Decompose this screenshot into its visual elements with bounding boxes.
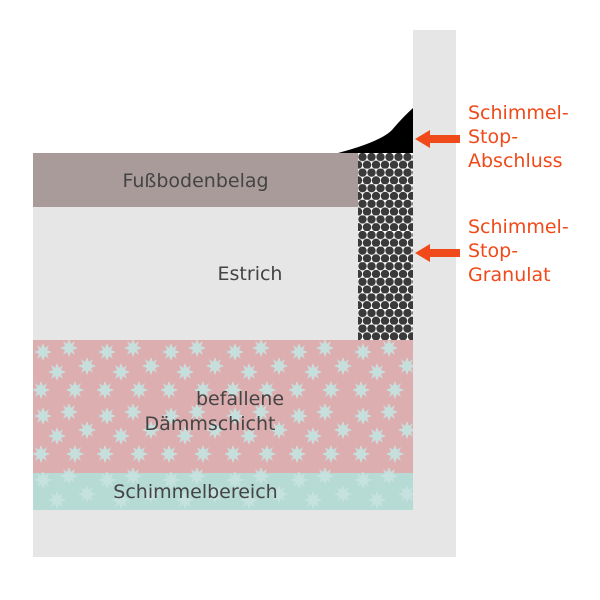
closure-callout-line: Abschluss	[468, 150, 563, 172]
granulate-callout-line: Granulat	[468, 264, 551, 286]
granulate-fill	[358, 153, 413, 340]
closure-seal	[338, 108, 413, 153]
screed-layer	[33, 207, 358, 340]
arrow-granulate-icon	[415, 244, 460, 262]
screed-label: Estrich	[217, 263, 283, 285]
closure-callout: Schimmel- Stop- Abschluss	[468, 101, 569, 173]
insulation-label-2: Dämmschicht	[144, 413, 276, 435]
closure-callout-line: Schimmel-	[468, 102, 569, 124]
floor-covering-layer	[33, 153, 358, 207]
granulate-callout-line: Schimmel-	[468, 216, 569, 238]
insulation-label-1: befallene	[195, 388, 285, 410]
arrow-closure-icon	[415, 130, 460, 148]
floor-covering-label: Fußbodenbelag	[122, 170, 269, 192]
granulate-callout: Schimmel- Stop- Granulat	[468, 215, 569, 287]
mold-zone-label: Schimmelbereich	[113, 481, 278, 503]
closure-callout-line: Stop-	[468, 126, 519, 148]
mold-stars	[33, 340, 413, 510]
granulate-callout-line: Stop-	[468, 240, 519, 262]
